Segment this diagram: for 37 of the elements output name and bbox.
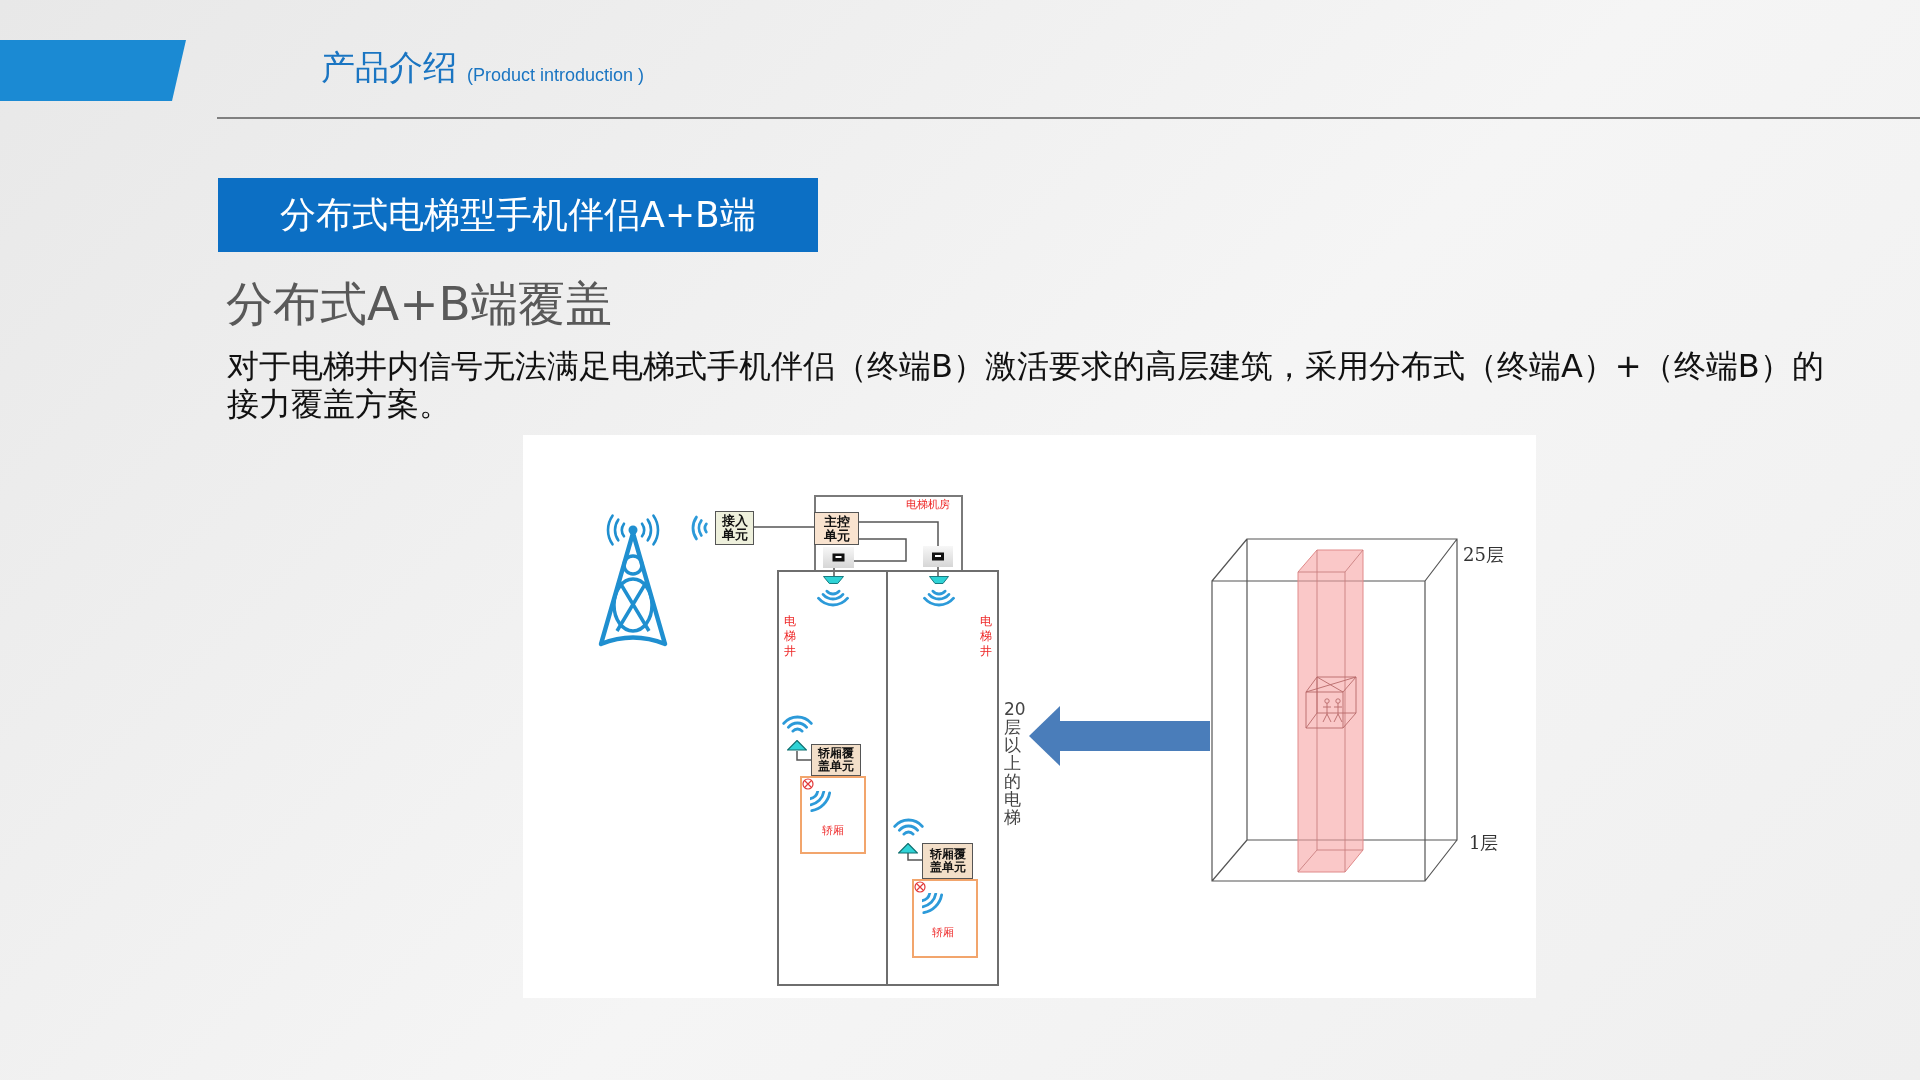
section-heading: 分布式A+B端覆盖 bbox=[226, 276, 612, 332]
connector-line bbox=[853, 538, 907, 562]
shaft-label: 电梯井 bbox=[980, 614, 993, 659]
connector-line bbox=[753, 526, 815, 528]
control-unit-box: 主控单元 bbox=[814, 512, 859, 545]
page-title: 产品介绍 bbox=[321, 47, 457, 87]
room-label: 电梯机房 bbox=[906, 499, 950, 511]
block-arrow bbox=[1029, 706, 1210, 766]
floor-range-label: 20层以上的电梯 bbox=[1004, 700, 1026, 828]
antenna-symbol bbox=[787, 740, 807, 751]
elevator-shaft bbox=[886, 570, 999, 986]
coverage-unit-box: 轿厢覆盖单元 bbox=[811, 744, 861, 776]
antenna-symbol bbox=[929, 576, 949, 584]
connector-line bbox=[796, 750, 812, 761]
machine-room-frame bbox=[814, 495, 963, 572]
page-subtitle: (Product introduction ) bbox=[467, 64, 645, 86]
car-label: 轿厢 bbox=[822, 825, 844, 837]
elevator-shaft bbox=[777, 570, 888, 986]
shaft-label: 电梯井 bbox=[784, 614, 797, 659]
description-paragraph: 对于电梯井内信号无法满足电梯式手机伴侣（终端B）激活要求的高层建筑，采用分布式（终端A）+（终端B）的接力覆盖方案。 bbox=[227, 347, 1825, 423]
connector-line bbox=[937, 566, 939, 577]
connector-line bbox=[833, 567, 835, 577]
connector-line bbox=[858, 521, 939, 547]
antenna-symbol bbox=[898, 843, 918, 854]
floor-label: 25层 bbox=[1463, 545, 1504, 565]
coverage-unit-box: 轿厢覆盖单元 bbox=[922, 843, 973, 879]
device-box bbox=[923, 546, 953, 567]
title-banner: 分布式电梯型手机伴侣A+B端 bbox=[218, 178, 818, 252]
car-label: 轿厢 bbox=[932, 927, 954, 939]
floor-label: 1层 bbox=[1469, 833, 1499, 853]
connector-line bbox=[907, 852, 923, 861]
elevator-car bbox=[912, 879, 978, 958]
device-box bbox=[823, 547, 854, 568]
elevator-car bbox=[800, 776, 866, 854]
building-drawing bbox=[1210, 538, 1460, 883]
antenna-symbol bbox=[823, 576, 844, 584]
access-unit-box: 接入单元 bbox=[715, 511, 754, 545]
